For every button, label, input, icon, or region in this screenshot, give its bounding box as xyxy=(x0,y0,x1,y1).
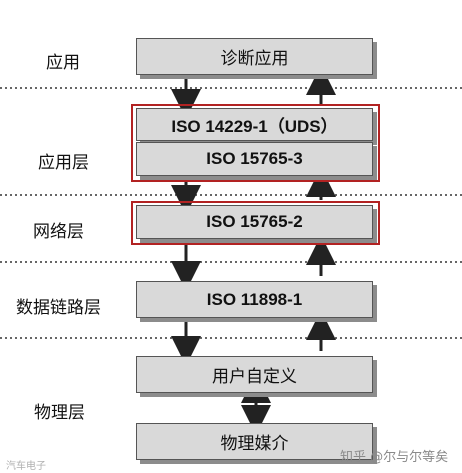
label-application: 应用 xyxy=(46,53,80,73)
highlight-frame-network xyxy=(131,201,380,245)
label-physical-layer: 物理层 xyxy=(34,403,85,423)
source-watermark: 汽车电子 xyxy=(6,461,46,472)
box-iso-11898: ISO 11898-1 xyxy=(136,281,373,318)
box-iso-15765-2: ISO 15765-2 xyxy=(136,205,373,239)
layer-dividers xyxy=(0,87,462,339)
box-physical-media: 物理媒介 xyxy=(136,423,373,460)
box-iso-14229: ISO 14229-1（UDS） xyxy=(136,108,373,141)
zhihu-watermark: 知乎 @尔与尔等矣 xyxy=(340,450,449,465)
label-data-link-layer: 数据链路层 xyxy=(16,298,101,318)
label-application-layer: 应用层 xyxy=(38,153,89,173)
label-network-layer: 网络层 xyxy=(33,222,84,242)
box-iso-15765-3: ISO 15765-3 xyxy=(136,142,373,176)
box-user-defined: 用户自定义 xyxy=(136,356,373,393)
highlight-frame-application xyxy=(131,104,380,182)
box-diagnostic-application: 诊断应用 xyxy=(136,38,373,75)
